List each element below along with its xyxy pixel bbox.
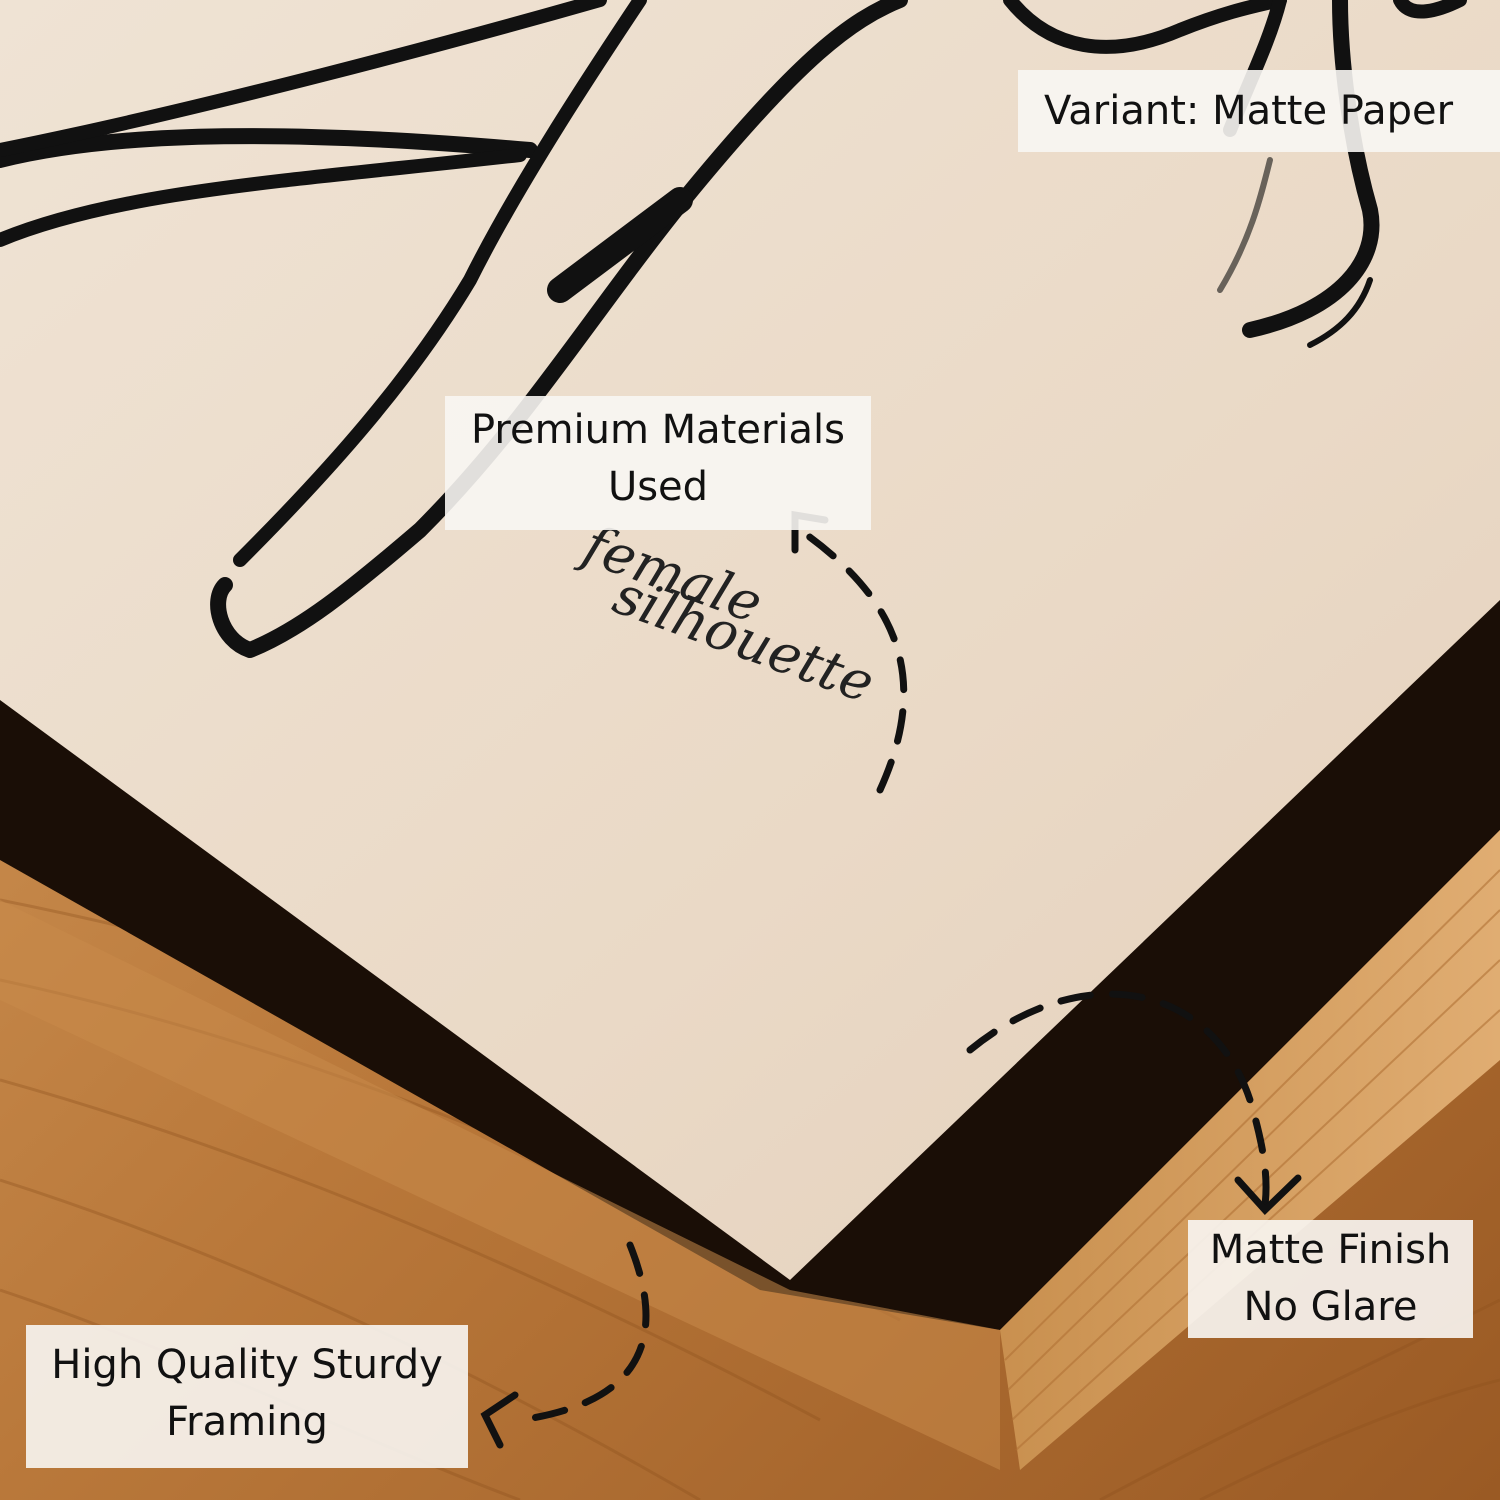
paper-print — [0, 0, 1500, 1280]
matte-finish-label: Matte Finish No Glare — [1188, 1220, 1473, 1338]
premium-materials-label: Premium Materials Used — [445, 396, 871, 530]
frame-edge-lines — [1004, 869, 1500, 1451]
dashed-arrow-matte — [966, 990, 1302, 1216]
framing-label: High Quality Sturdy Framing — [26, 1325, 468, 1468]
premium-label-line-2: Used — [607, 464, 709, 510]
framing-label-line-2: Framing — [166, 1399, 328, 1445]
variant-label: Variant: Matte Paper — [1018, 70, 1500, 152]
framing-label-line-1: High Quality Sturdy — [51, 1342, 443, 1388]
matte-label-line-1: Matte Finish — [1209, 1227, 1452, 1273]
frame-front — [0, 845, 1000, 1470]
premium-label-line-1: Premium Materials — [470, 407, 846, 453]
variant-label-text: Variant: Matte Paper — [1044, 88, 1454, 134]
matte-label-line-2: No Glare — [1243, 1284, 1418, 1330]
frame-edge — [1000, 830, 1500, 1470]
dashed-arrow-framing — [480, 1241, 650, 1449]
